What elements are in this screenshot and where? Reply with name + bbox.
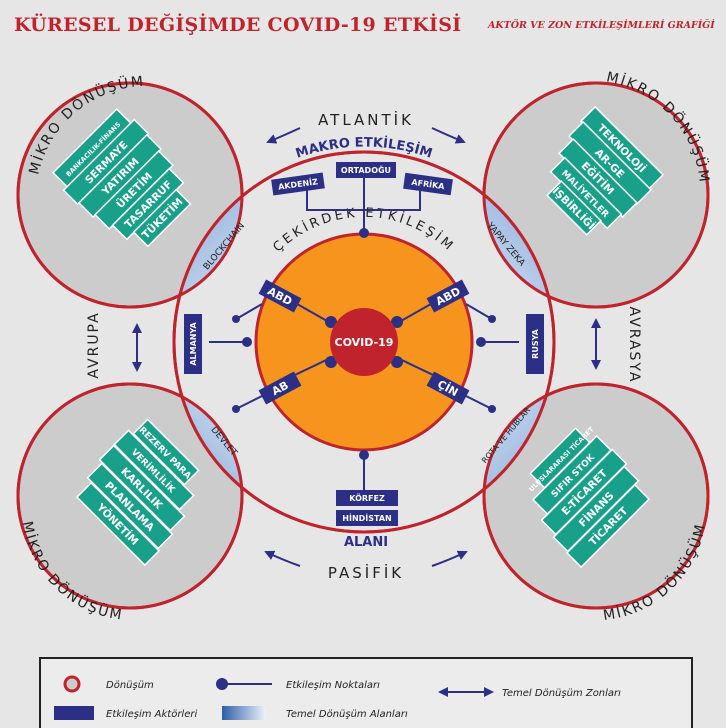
zone-pasifik: PASİFİK (328, 563, 404, 582)
legend-temel-donusum-alanlari-label: Temel Dönüşüm Alanları (286, 709, 408, 720)
teal-stack-bottom-left: REZERV PARAVERİMLİLİKKARLILIKPLANLAMAYÖN… (75, 418, 200, 567)
zone-atlantik: ATLANTİK (318, 110, 414, 129)
macro-actor-ortadogu: ORTADOĞU (336, 162, 396, 178)
arrow-pasifik-right (431, 550, 468, 567)
arrow-atlantik-right (431, 127, 466, 144)
macro-actor-rusya: RUSYA (526, 314, 544, 374)
macro-actor-afrika: AFRİKA (403, 172, 453, 196)
covid-label: COVID-19 (335, 336, 394, 349)
legend-etkilesim-aktorleri-icon (54, 706, 94, 720)
legend-donusum-icon (63, 675, 81, 693)
interaction-dot (391, 356, 403, 368)
covid-center-circle (330, 308, 398, 376)
interaction-dot (325, 356, 337, 368)
svg-text:KÖRFEZ: KÖRFEZ (349, 493, 385, 503)
page-subtitle: AKTÖR VE ZON ETKİLEŞİMLERİ GRAFİĞİ (488, 20, 715, 31)
macro-actor-akdeniz: AKDENİZ (271, 172, 325, 196)
svg-text:ALMANYA: ALMANYA (189, 322, 198, 366)
core-actor-ab: AB (232, 371, 302, 413)
legend-etkilesim-aktorleri-label: Etkileşim Aktörleri (106, 709, 197, 720)
svg-text:AFRİKA: AFRİKA (411, 177, 446, 192)
legend-donusum-label: Dönüşüm (106, 680, 154, 691)
legend-etkilesim-noktalari-label: Etkileşim Noktaları (286, 680, 380, 691)
legend-temel-donusum-zonlari-label: Temel Dönüşüm Zonları (502, 688, 621, 699)
zone-avrasya: AVRASYA (626, 307, 642, 384)
arrow-atlantik-left (266, 127, 301, 144)
page-title: KÜRESEL DEĞİŞİMDE COVID-19 ETKİSİ (14, 14, 462, 36)
svg-text:RUSYA: RUSYA (531, 328, 540, 358)
core-actor-cin: ÇİN (426, 371, 496, 413)
zone-avrupa: AVRUPA (86, 311, 102, 378)
macro-actor-korfez: KÖRFEZ (336, 490, 398, 506)
area-label: ALANI (344, 535, 388, 550)
interaction-dot (391, 316, 403, 328)
teal-stack-top-left: BANKACILIK-FİNANSSERMAYEYATIRIMÜRETİMTAS… (52, 108, 192, 248)
macro-actor-almanya: ALMANYA (184, 314, 202, 374)
macro-actor-hindistan: HİNDİSTAN (336, 510, 398, 526)
arrow-pasifik-left (264, 550, 301, 567)
interaction-dot (325, 316, 337, 328)
svg-text:HİNDİSTAN: HİNDİSTAN (342, 513, 391, 523)
legend: Dönüşüm Etkileşim Noktaları Temel Dönüşü… (39, 657, 693, 728)
legend-temel-donusum-alanlari-icon (222, 706, 266, 720)
svg-text:ORTADOĞU: ORTADOĞU (341, 164, 391, 175)
